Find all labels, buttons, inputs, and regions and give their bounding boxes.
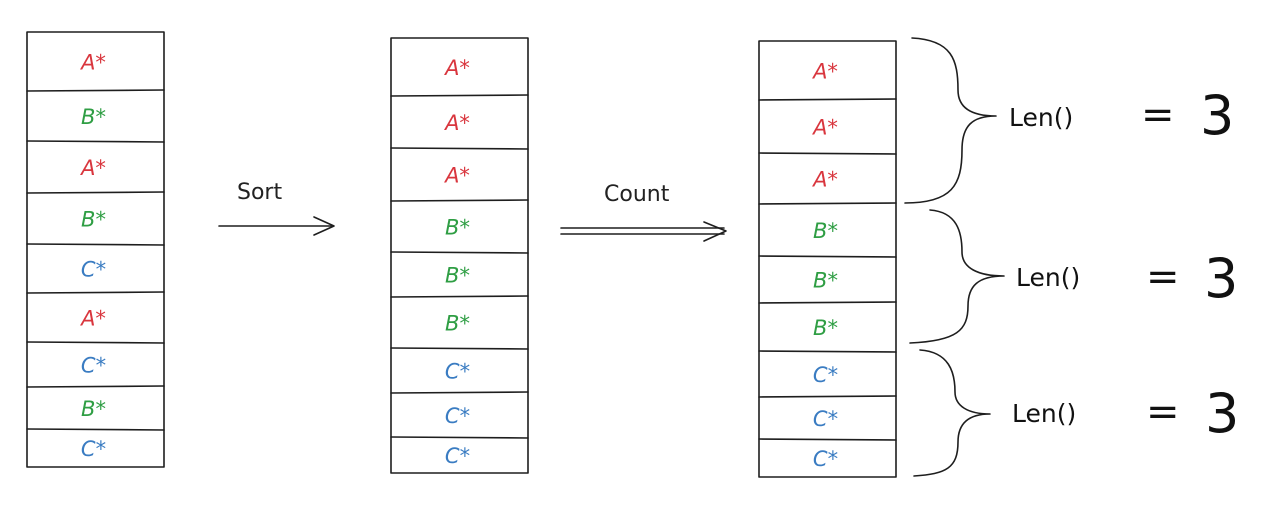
original-list-frame: [26, 31, 165, 468]
cell-divider: [390, 391, 529, 394]
list-item: C*: [81, 258, 106, 282]
cell-divider: [758, 202, 897, 205]
sort-arrow-head: [313, 216, 335, 236]
sorted-list-frame: [390, 37, 529, 474]
list-item: C*: [445, 360, 470, 384]
list-item: C*: [81, 354, 106, 378]
list-item: B*: [81, 397, 106, 421]
result-row-c: Len() = 3: [1012, 382, 1239, 445]
cell-divider: [390, 94, 529, 97]
brace-group-a: [904, 37, 997, 204]
list-item: C*: [813, 407, 838, 431]
sort-arrow: Sort: [218, 180, 335, 236]
list-item: A*: [443, 164, 470, 188]
cell-divider: [26, 291, 165, 294]
list-item: A*: [443, 111, 470, 135]
cell-divider: [758, 350, 897, 353]
list-item: C*: [445, 404, 470, 428]
cell-divider: [758, 255, 897, 258]
cell-divider: [390, 295, 529, 298]
len-function-label: Len(): [1012, 399, 1076, 428]
cell-divider: [758, 395, 897, 398]
list-item: A*: [79, 156, 106, 180]
sorted-list-column: A* A* A* B* B* B* C* C* C*: [390, 37, 529, 474]
list-item: A*: [79, 307, 106, 331]
count-result: 3: [1200, 84, 1234, 147]
list-item: A*: [79, 51, 106, 75]
cell-divider: [390, 147, 529, 150]
cell-divider: [390, 199, 529, 202]
counted-list-column: A* A* A* B* B* B* C* C* C*: [758, 40, 897, 478]
cell-divider: [26, 428, 165, 431]
brace-group-b: [909, 209, 1005, 344]
equals-sign: =: [1146, 254, 1180, 300]
cell-divider: [390, 251, 529, 254]
cell-divider: [758, 438, 897, 441]
count-arrow-head: [703, 221, 727, 242]
counted-list-frame: [758, 40, 897, 478]
result-row-a: Len() = 3: [1009, 84, 1234, 147]
list-item: A*: [811, 168, 838, 192]
original-list-column: A* B* A* B* C* A* C* B* C*: [26, 31, 165, 468]
cell-divider: [758, 98, 897, 101]
list-item: C*: [813, 447, 838, 471]
count-result: 3: [1204, 247, 1238, 310]
len-function-label: Len(): [1009, 103, 1073, 132]
cell-divider: [26, 341, 165, 344]
cell-divider: [26, 191, 165, 194]
brace-group-c: [913, 349, 991, 477]
list-item: B*: [445, 216, 470, 240]
list-item: A*: [811, 116, 838, 140]
cell-divider: [390, 347, 529, 350]
count-arrow: Count: [560, 182, 727, 242]
equals-sign: =: [1141, 92, 1175, 138]
list-item: C*: [813, 363, 838, 387]
count-label: Count: [604, 182, 670, 207]
cell-divider: [758, 152, 897, 155]
cell-divider: [758, 301, 897, 304]
cell-divider: [390, 436, 529, 439]
equals-sign: =: [1146, 389, 1180, 435]
cell-divider: [26, 140, 165, 143]
list-item: B*: [445, 264, 470, 288]
list-item: A*: [811, 60, 838, 84]
list-item: C*: [81, 437, 106, 461]
list-item: B*: [813, 316, 838, 340]
list-item: B*: [813, 219, 838, 243]
cell-divider: [26, 385, 165, 388]
cell-divider: [26, 243, 165, 246]
group-results: Len() = 3 Len() = 3 Len() = 3: [1009, 84, 1239, 445]
list-item: C*: [445, 444, 470, 468]
list-item: A*: [443, 56, 470, 80]
list-item: B*: [81, 105, 106, 129]
list-item: B*: [445, 312, 470, 336]
len-function-label: Len(): [1016, 263, 1080, 292]
count-result: 3: [1205, 382, 1239, 445]
group-braces: [904, 37, 1005, 477]
result-row-b: Len() = 3: [1016, 247, 1238, 310]
list-item: B*: [81, 208, 106, 232]
cell-divider: [26, 89, 165, 92]
sort-label: Sort: [237, 180, 282, 205]
list-item: B*: [813, 269, 838, 293]
